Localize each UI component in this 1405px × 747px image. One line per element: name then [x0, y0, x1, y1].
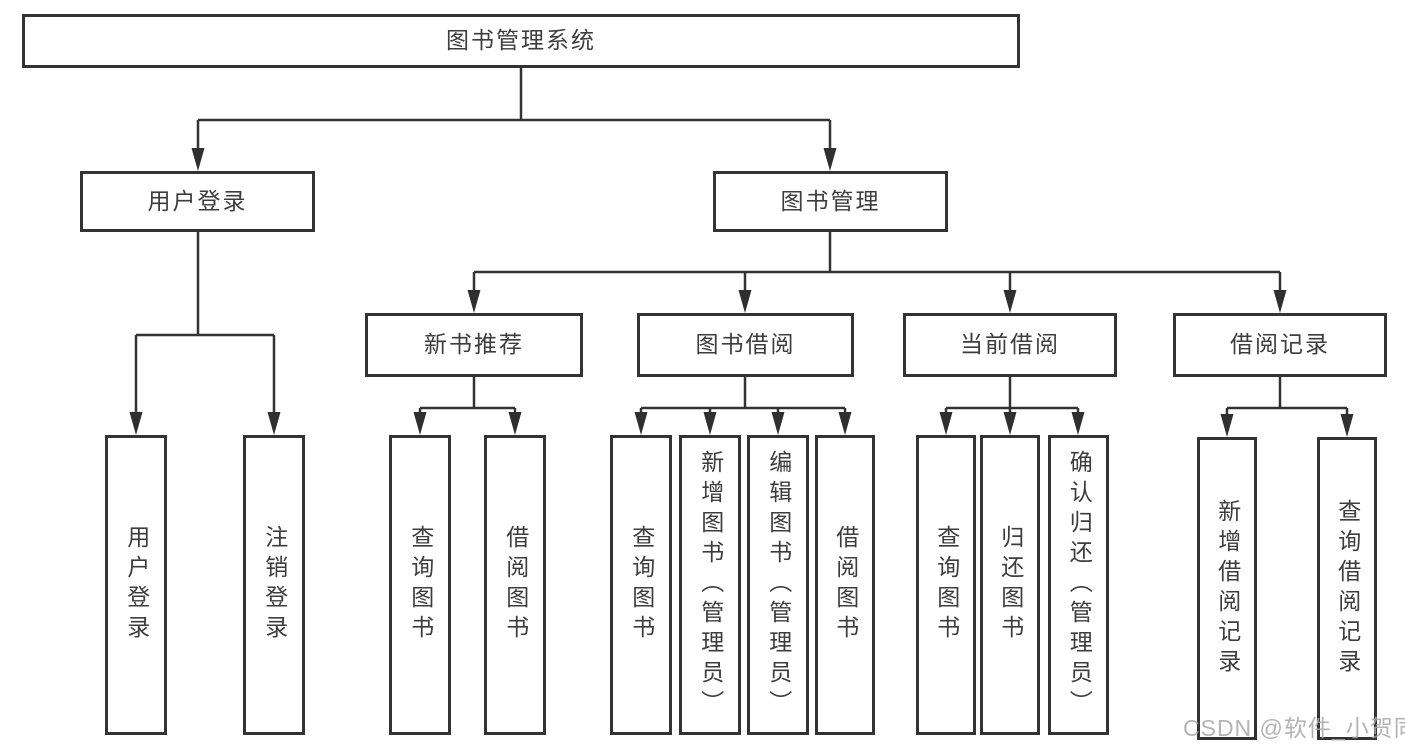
node-label: 注销登录 [261, 525, 288, 645]
node-label: 查询图书 [407, 525, 434, 645]
leaf-add-book-admin: 新增图书（管理员） [679, 435, 741, 735]
node-label: 用户登录 [123, 525, 150, 645]
node-label: 查询图书 [933, 525, 960, 645]
node-label: 新增借阅记录 [1214, 498, 1241, 679]
node-new-book-recommend: 新书推荐 [365, 313, 583, 377]
leaf-query-book-borrow: 查询图书 [610, 435, 672, 735]
node-book-borrow: 图书借阅 [637, 313, 854, 377]
leaf-edit-book-admin: 编辑图书（管理员） [747, 435, 809, 735]
node-label: 图书管理系统 [446, 27, 596, 54]
node-label: 编辑图书（管理员） [765, 450, 792, 720]
node-label: 确认归还（管理员） [1066, 450, 1093, 720]
node-label: 借阅图书 [502, 525, 529, 645]
node-label: 图书管理 [780, 187, 881, 214]
node-label: 新书推荐 [424, 331, 524, 358]
node-label: 借阅记录 [1230, 331, 1330, 358]
node-current-borrow: 当前借阅 [903, 313, 1117, 377]
node-label: 借阅图书 [832, 525, 859, 645]
leaf-query-book-current: 查询图书 [916, 435, 976, 735]
leaf-logout: 注销登录 [243, 435, 305, 735]
leaf-confirm-return-admin: 确认归还（管理员） [1048, 435, 1109, 735]
leaf-return-book: 归还图书 [980, 435, 1040, 735]
node-label: 查询借阅记录 [1334, 498, 1361, 679]
node-borrow-record: 借阅记录 [1173, 313, 1387, 377]
node-label: 查询图书 [628, 525, 655, 645]
node-library-management-system: 图书管理系统 [22, 14, 1020, 68]
leaf-borrow-book-borrow: 借阅图书 [815, 435, 875, 735]
node-label: 当前借阅 [960, 331, 1060, 358]
csdn-watermark: CSDN @软件_小贺同学 [1183, 715, 1405, 741]
node-label: 用户登录 [147, 187, 248, 214]
leaf-query-book-recommend: 查询图书 [389, 435, 451, 735]
node-label: 新增图书（管理员） [697, 450, 724, 720]
leaf-user-login: 用户登录 [105, 435, 167, 735]
leaf-borrow-book-recommend: 借阅图书 [484, 435, 546, 735]
leaf-query-borrow-record: 查询借阅记录 [1317, 437, 1377, 740]
node-label: 归还图书 [997, 525, 1024, 645]
node-user-login: 用户登录 [80, 171, 315, 232]
node-book-management: 图书管理 [713, 171, 948, 232]
node-label: 图书借阅 [695, 331, 796, 358]
leaf-add-borrow-record: 新增借阅记录 [1197, 437, 1257, 740]
